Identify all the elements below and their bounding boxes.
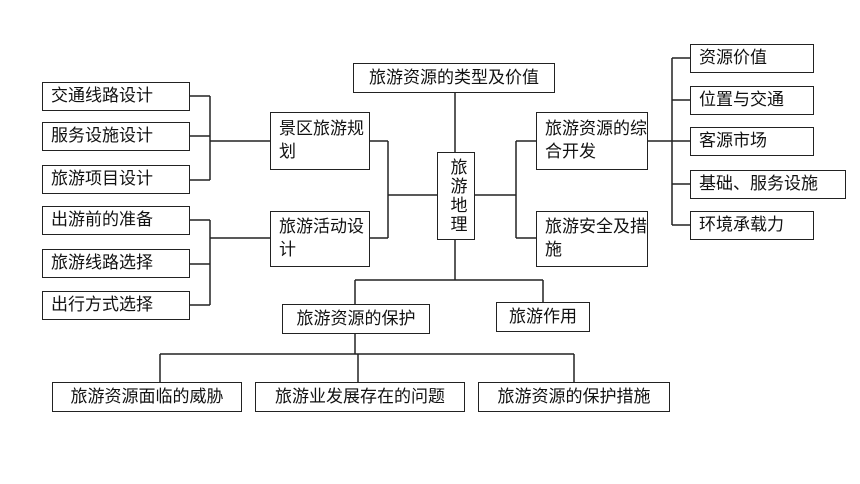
bottom-item: 旅游资源的保护措施 [478, 382, 670, 412]
center-node: 旅游地理 [437, 152, 475, 240]
right-item: 基础、服务设施 [690, 170, 846, 199]
left-item: 出游前的准备 [42, 206, 190, 235]
protection-node: 旅游资源的保护 [282, 304, 430, 334]
left-item: 旅游线路选择 [42, 249, 190, 278]
right-item: 环境承载力 [690, 211, 814, 240]
left-item: 旅游项目设计 [42, 165, 190, 194]
top-node: 旅游资源的类型及价值 [353, 63, 555, 93]
right-item: 位置与交通 [690, 86, 814, 115]
right-item: 资源价值 [690, 44, 814, 73]
left-hub-2: 旅游活动设计 [270, 211, 370, 267]
left-item: 服务设施设计 [42, 122, 190, 151]
bottom-item: 旅游业发展存在的问题 [255, 382, 465, 412]
role-node: 旅游作用 [496, 302, 590, 332]
right-hub-1: 旅游资源的综合开发 [536, 112, 648, 170]
right-hub-2: 旅游安全及措施 [536, 211, 648, 267]
left-item: 交通线路设计 [42, 82, 190, 111]
bottom-item: 旅游资源面临的威胁 [52, 382, 242, 412]
left-item: 出行方式选择 [42, 291, 190, 320]
left-hub-1: 景区旅游规划 [270, 112, 370, 170]
right-item: 客源市场 [690, 127, 814, 156]
